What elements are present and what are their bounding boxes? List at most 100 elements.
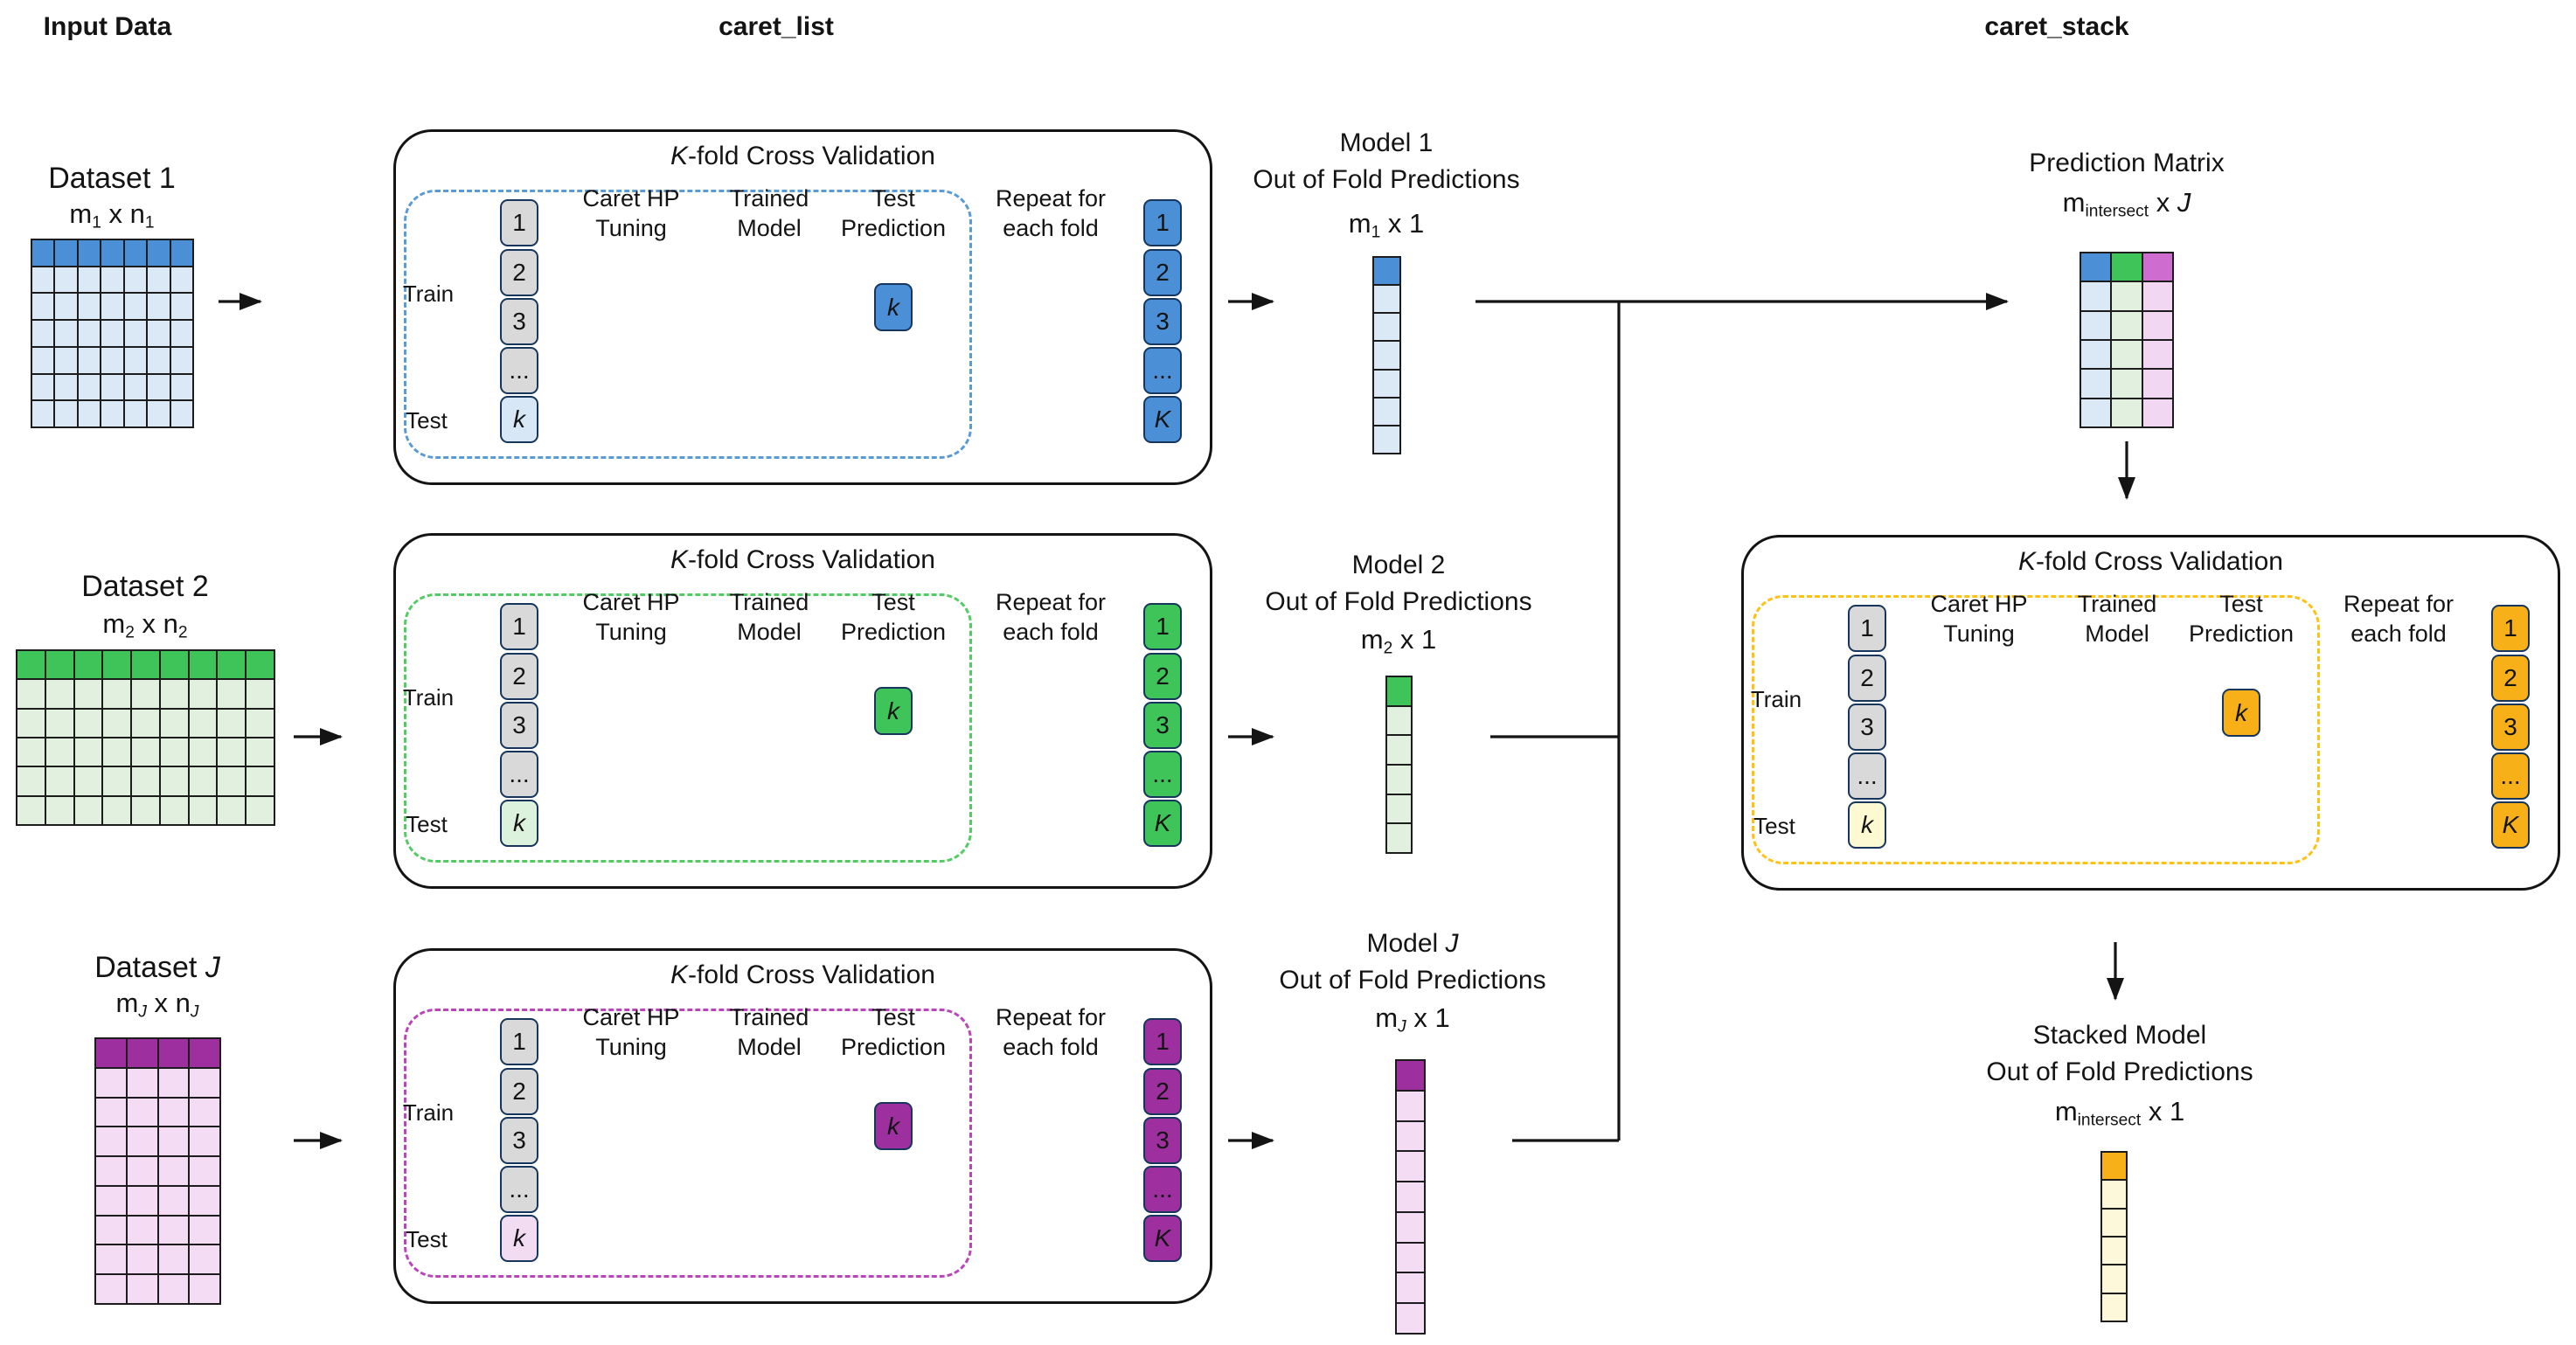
text-fragment: Model [1366, 929, 1446, 958]
grid-cell [246, 680, 274, 708]
text-fragment: Prediction [840, 215, 947, 241]
grid-cell [124, 294, 147, 320]
grid-header-cell [158, 1039, 189, 1067]
fold-cell: 3 [500, 1117, 538, 1164]
grid-cell [218, 738, 246, 766]
text-fragment: Test [2219, 591, 2263, 617]
grid-cell [124, 321, 147, 346]
text-fragment: Caret HP [582, 1004, 680, 1030]
text-fragment: K [1154, 809, 1171, 836]
grid-header-cell [101, 240, 123, 266]
text-fragment: Tuning [595, 619, 667, 645]
output-fold-cell: 1 [1143, 199, 1182, 246]
dataset-title: Dataset J [94, 951, 220, 985]
grid-cell [127, 1157, 157, 1185]
text-fragment: k [513, 809, 525, 836]
grid-header-cell [32, 240, 54, 266]
text-fragment: 2 [177, 623, 188, 642]
output-fold-cell: 2 [1143, 653, 1182, 700]
grid-cell [127, 1098, 157, 1127]
text-fragment: Trained [2077, 591, 2157, 617]
caret-hp-tuning-label: Tuning [595, 1032, 667, 1062]
text-fragment: Dataset 2 [81, 570, 209, 603]
grid-cell [2142, 370, 2172, 398]
test-fold-cell: k [1848, 801, 1886, 849]
grid-cell [2112, 282, 2142, 310]
grid-cell [101, 401, 123, 426]
grid-cell [1374, 314, 1399, 341]
text-fragment: K [1154, 406, 1171, 433]
repeat-label: Repeat for [996, 587, 1106, 617]
grid-cell [246, 709, 274, 737]
section-header-caret-list: caret_list [719, 12, 834, 41]
repeat-label: Repeat for [996, 1002, 1106, 1032]
grid-cell [2102, 1209, 2126, 1236]
text-fragment: x 1 [1406, 1002, 1450, 1033]
test-fold-cell: k [500, 396, 538, 443]
grid-cell [2081, 341, 2111, 369]
text-fragment: 1 [1860, 614, 1874, 641]
text-fragment: 1 [1371, 223, 1381, 242]
model-dim: mJ x 1 [1375, 1002, 1449, 1036]
grid-cell [127, 1186, 157, 1215]
stacked-title: Stacked Model [2033, 1021, 2206, 1050]
grid-header-cell [2142, 253, 2172, 281]
grid-header-cell [74, 651, 102, 679]
trained-model-label: Trained [730, 184, 809, 213]
grid-cell [158, 1275, 189, 1303]
test-label: Test [406, 407, 448, 434]
text-fragment: Prediction [2188, 621, 2295, 647]
text-fragment: m [1360, 624, 1384, 655]
text-fragment: x [146, 988, 176, 1018]
grid-cell [78, 401, 101, 426]
grid-header-cell [148, 240, 170, 266]
caret-hp-tuning-label: Tuning [595, 617, 667, 647]
train-label: Train [403, 684, 454, 711]
grid-cell [189, 796, 217, 824]
dataset-grid [16, 649, 275, 826]
fold-cell: 1 [1848, 605, 1886, 652]
text-fragment: 1 [92, 213, 101, 232]
repeat-label: each fold [1003, 617, 1099, 647]
grid-cell [74, 796, 102, 824]
fold-cell: 1 [500, 1018, 538, 1065]
grid-cell [74, 767, 102, 795]
text-fragment: Model 1 [1339, 128, 1434, 157]
text-fragment: Dataset 1 [48, 162, 176, 195]
output-fold-cell: 2 [1143, 1068, 1182, 1115]
grid-header-cell [190, 1039, 219, 1067]
text-fragment: Trained [729, 185, 809, 211]
text-fragment: x [101, 198, 130, 229]
text-fragment: ... [1857, 762, 1878, 789]
grid-cell [55, 401, 77, 426]
text-fragment: J [2177, 187, 2191, 218]
text-fragment: m [102, 608, 126, 639]
output-fold-cell: 1 [1143, 1018, 1182, 1065]
text-fragment: k [513, 1224, 525, 1251]
grid-cell [190, 1157, 219, 1185]
test-prediction-label: Test [2219, 589, 2263, 619]
grid-cell [218, 767, 246, 795]
repeat-label: each fold [1003, 1032, 1099, 1062]
grid-cell [103, 738, 131, 766]
test-label: Test [406, 1226, 448, 1253]
caret-hp-tuning-label: Caret HP [1930, 589, 2027, 619]
grid-cell [160, 680, 188, 708]
test-fold-cell: k [500, 1215, 538, 1262]
text-fragment: Prediction Matrix [2029, 149, 2225, 177]
grid-cell [1374, 286, 1399, 313]
grid-cell [45, 709, 73, 737]
text-fragment: ... [2500, 762, 2521, 789]
text-fragment: Dataset [94, 951, 205, 984]
grid-cell [158, 1186, 189, 1215]
text-fragment: each fold [2350, 621, 2447, 647]
grid-cell [32, 267, 54, 293]
grid-cell [218, 680, 246, 708]
trained-model-label: Model [737, 617, 802, 647]
grid-cell [1374, 398, 1399, 425]
output-fold-cell: 2 [1143, 249, 1182, 296]
text-fragment: Tuning [595, 215, 667, 241]
grid-header-cell [160, 651, 188, 679]
grid-cell [127, 1127, 157, 1156]
fold-cell: 3 [500, 298, 538, 345]
